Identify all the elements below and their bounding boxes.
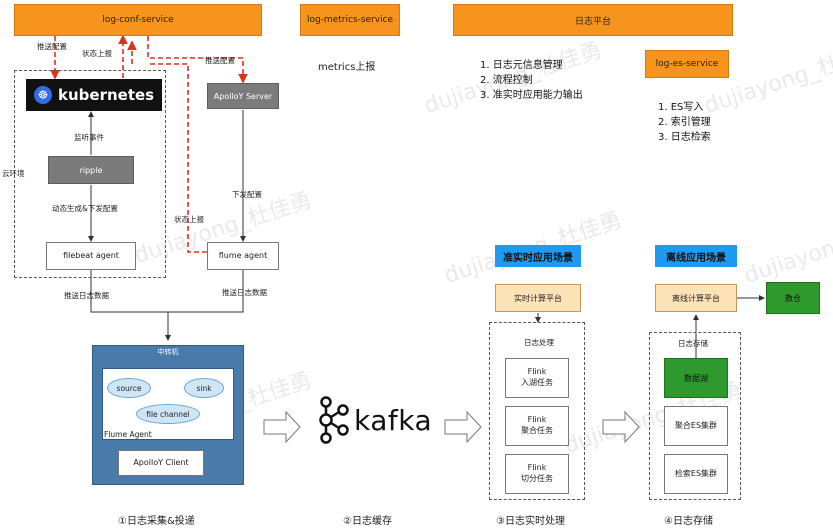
status-report-label: 状态上报 xyxy=(174,215,204,224)
push-log-label: 推送日志数据 xyxy=(222,288,267,297)
platform-feature: 3. 准实时应用能力输出 xyxy=(480,90,583,101)
es-features: 1. ES写入 2. 索引管理 3. 日志检索 xyxy=(658,100,711,145)
filebeat-agent-node: filebeat agent xyxy=(46,242,136,270)
platform-features: 1. 日志元信息管理 2. 流程控制 3. 准实时应用能力输出 xyxy=(480,58,583,103)
log-storage-label: 日志存储 xyxy=(678,339,708,348)
sink-node: sink xyxy=(184,378,224,398)
log-storage-box xyxy=(649,332,741,500)
kafka-logo: kafka xyxy=(316,395,432,445)
kafka-label: kafka xyxy=(354,403,433,437)
es-feature: 2. 索引管理 xyxy=(658,117,711,128)
kubernetes-label: kubernetes xyxy=(58,86,155,104)
realtime-compute-platform: 实时计算平台 xyxy=(495,284,581,312)
log-platform: 日志平台 xyxy=(453,4,733,36)
file-channel-node: file channel xyxy=(136,404,200,424)
es-feature: 3. 日志检索 xyxy=(658,132,711,143)
kubernetes-icon: ☸ xyxy=(34,86,52,104)
status-report-label: 状态上报 xyxy=(82,49,112,58)
data-lake-node: 数据湖 xyxy=(664,358,728,398)
offline-scenario-title: 离线应用场景 xyxy=(655,245,737,267)
source-node: source xyxy=(107,378,151,398)
flume-agent-node: flume agent xyxy=(207,242,279,270)
log-metrics-service: log-metrics-service xyxy=(300,4,400,36)
log-conf-service: log-conf-service xyxy=(14,4,262,36)
platform-feature: 2. 流程控制 xyxy=(480,75,533,86)
dynamic-config-label: 动态生成&下发配置 xyxy=(52,204,118,213)
send-config-label: 下发配置 xyxy=(232,190,262,199)
search-es-cluster-node: 检索ES集群 xyxy=(664,454,728,494)
flink-task: Flink 入湖任务 xyxy=(505,358,569,398)
caption-realtime: ③日志实时处理 xyxy=(496,516,565,527)
platform-feature: 1. 日志元信息管理 xyxy=(480,60,563,71)
apollo-server-node: ApolloY Server xyxy=(207,83,279,109)
cloud-env-box xyxy=(14,70,166,278)
metrics-report-label: metrics上报 xyxy=(318,62,376,73)
es-feature: 1. ES写入 xyxy=(658,102,704,113)
push-config-label: 推送配置 xyxy=(205,56,235,65)
log-processing-label: 日志处理 xyxy=(524,338,554,347)
cloud-env-label: 云环境 xyxy=(2,169,25,178)
apollo-client-node: ApolloY Client xyxy=(118,450,204,476)
offline-compute-platform: 离线计算平台 xyxy=(655,284,737,312)
ripple-node: ripple xyxy=(48,156,134,184)
caption-cache: ②日志缓存 xyxy=(343,516,392,527)
data-warehouse-node: 数仓 xyxy=(766,282,820,314)
caption-storage: ④日志存储 xyxy=(664,516,713,527)
push-log-label: 推送日志数据 xyxy=(64,291,109,300)
realtime-scenario-title: 准实时应用场景 xyxy=(495,245,581,267)
flink-task: Flink 切分任务 xyxy=(505,454,569,494)
log-processing-box xyxy=(489,322,585,500)
flume-agent-label: Flume Agent xyxy=(104,430,152,439)
kafka-icon xyxy=(319,396,349,444)
listen-events-label: 监听事件 xyxy=(74,133,104,142)
kubernetes-node: ☸ kubernetes xyxy=(26,79,162,111)
relay-label: 中转机 xyxy=(157,348,179,356)
caption-collection: ①日志采集&投递 xyxy=(118,516,195,527)
push-config-label: 推送配置 xyxy=(37,42,67,51)
log-es-service: log-es-service xyxy=(645,50,729,78)
flink-task: Flink 聚合任务 xyxy=(505,406,569,446)
agg-es-cluster-node: 聚合ES集群 xyxy=(664,406,728,446)
